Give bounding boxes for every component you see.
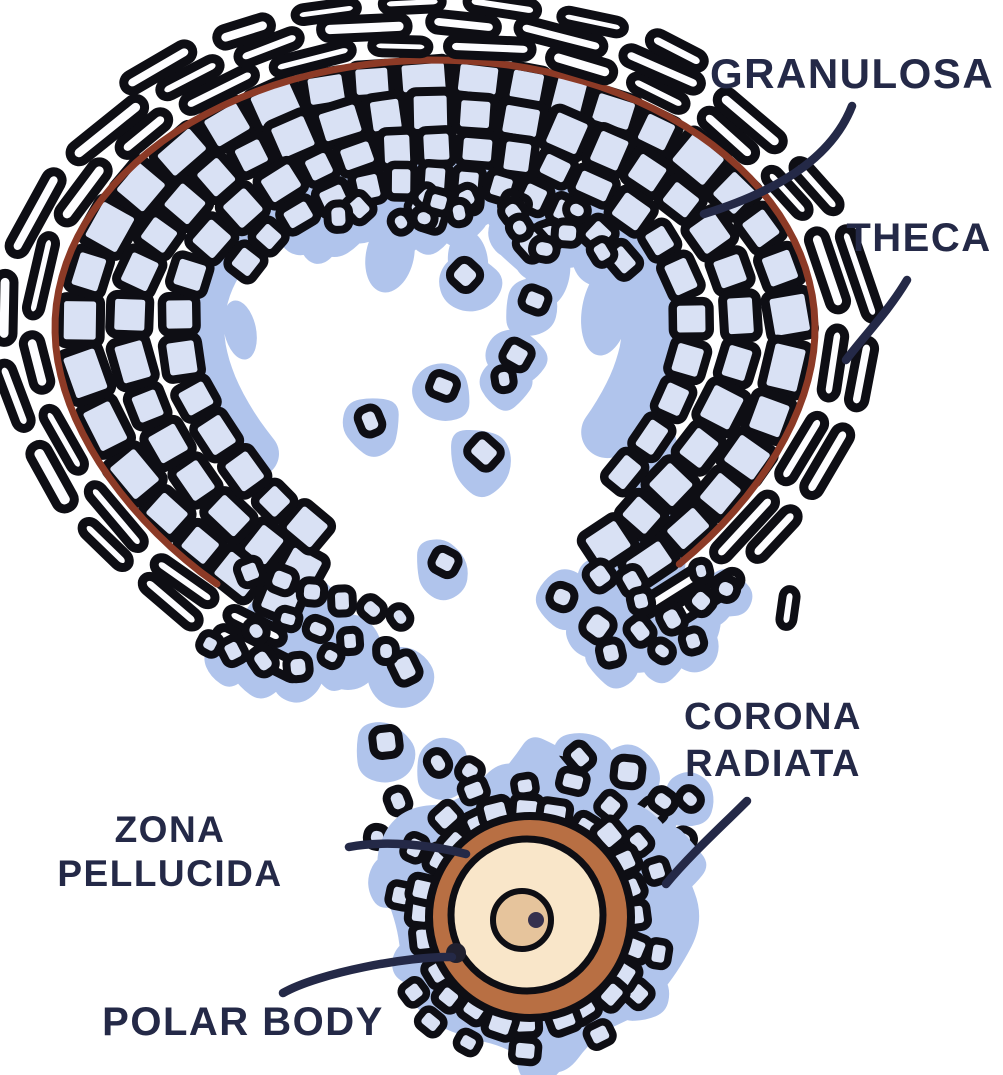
granulosa-cells	[54, 53, 819, 627]
nucleus	[490, 888, 554, 952]
corona-radiata-label: CORONA RADIATA	[662, 694, 884, 788]
theca-label: THECA	[846, 216, 992, 260]
arrow-zona-pellucida	[344, 839, 471, 859]
basement-membrane	[51, 56, 819, 588]
arrow-theca	[841, 275, 912, 365]
arrow-corona-radiata	[661, 796, 752, 889]
zona-label-line1: ZONA	[114, 809, 226, 850]
polar-body-label: POLAR BODY	[102, 1000, 384, 1044]
arrow-polar-body	[278, 952, 457, 998]
granulosa-label: GRANULOSA	[710, 50, 995, 97]
corona-label-line2: RADIATA	[685, 743, 861, 785]
oocyte	[368, 748, 707, 1075]
detaching-granulosa-cells	[195, 181, 742, 853]
label-arrows	[278, 101, 912, 998]
zona-pellucida-label: ZONA PELLUCIDA	[36, 808, 304, 896]
corona-label-line1: CORONA	[684, 696, 862, 738]
nucleolus	[528, 912, 544, 928]
zona-label-line2: PELLUCIDA	[57, 853, 283, 894]
arrow-granulosa	[699, 101, 857, 219]
